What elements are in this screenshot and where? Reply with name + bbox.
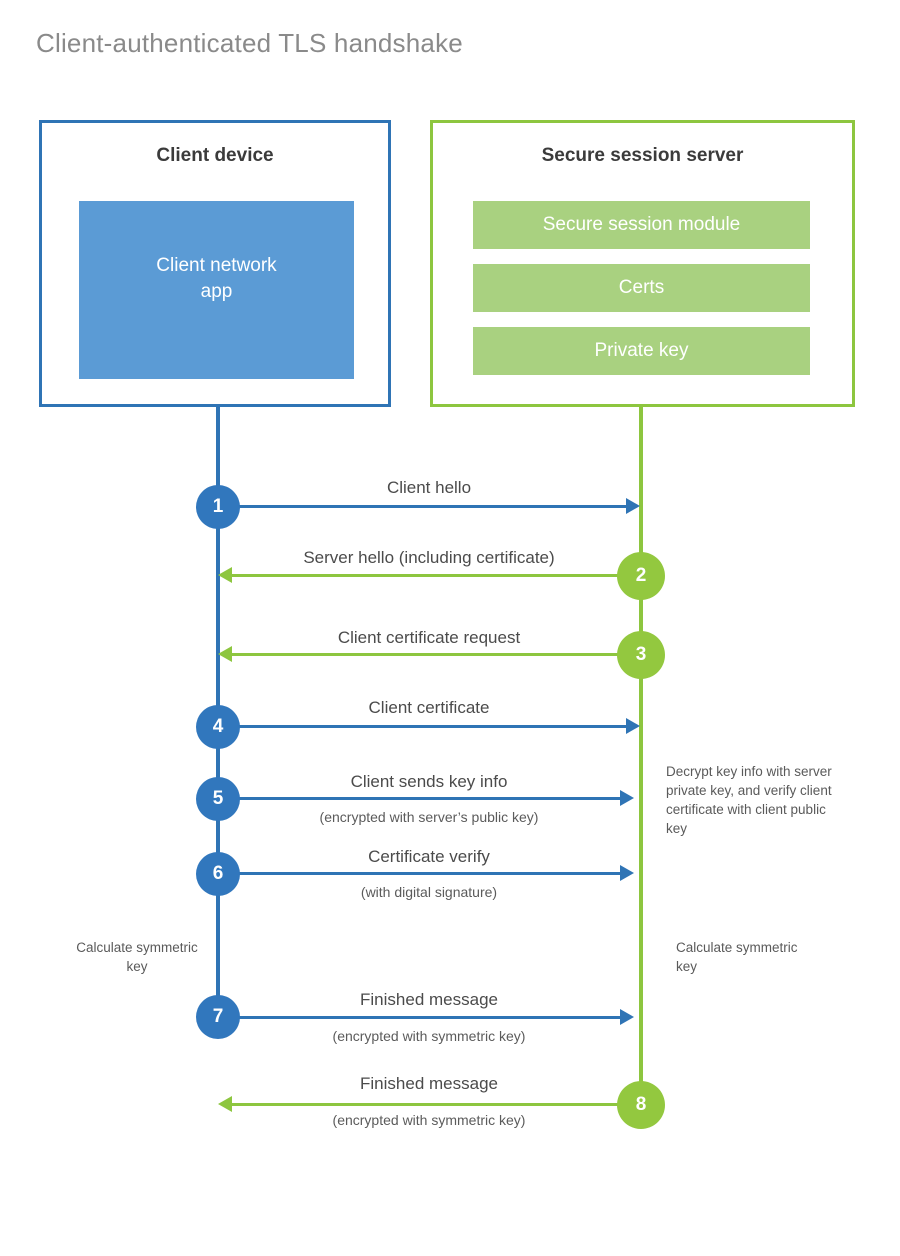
- step-circle-1[interactable]: 1: [196, 485, 240, 529]
- message-arrow-head-5: [620, 790, 634, 806]
- message-sublabel-5: (encrypted with server’s public key): [319, 809, 539, 825]
- message-label-8: Finished message: [360, 1074, 498, 1093]
- client-device-title: Client device: [156, 145, 274, 166]
- message-arrow-line-5: [218, 797, 622, 800]
- message-label-1: Client hello: [386, 478, 472, 497]
- message-arrow-line-6: [218, 872, 622, 875]
- message-arrow-head-8: [218, 1096, 232, 1112]
- message-arrow-line-1: [218, 505, 628, 508]
- client-app-label-line2: app: [200, 281, 233, 302]
- message-arrow-line-2: [232, 574, 641, 577]
- message-arrow-line-8: [232, 1103, 641, 1106]
- message-sublabel-8: (encrypted with symmetric key): [332, 1112, 526, 1128]
- note-server-calculate-symmetric-key: Calculate symmetric key: [676, 940, 798, 975]
- message-arrow-head-4: [626, 718, 640, 734]
- step-circle-4[interactable]: 4: [196, 705, 240, 749]
- message-arrow-head-6: [620, 865, 634, 881]
- message-arrow-head-1: [626, 498, 640, 514]
- message-label-7: Finished message: [360, 990, 498, 1009]
- message-arrow-line-4: [218, 725, 628, 728]
- step-circle-5[interactable]: 5: [196, 777, 240, 821]
- message-arrow-head-2: [218, 567, 232, 583]
- message-arrow-head-7: [620, 1009, 634, 1025]
- message-label-4: Client certificate: [368, 698, 490, 717]
- message-arrow-line-7: [218, 1016, 622, 1019]
- step-circle-3[interactable]: 3: [617, 631, 665, 679]
- message-label-5: Client sends key info: [350, 772, 508, 791]
- secure-session-server-title: Secure session server: [541, 145, 744, 166]
- note-client-calculate-symmetric-key: Calculate symmetric key: [76, 940, 198, 975]
- page-title: Client-authenticated TLS handshake: [36, 28, 463, 58]
- step-circle-2[interactable]: 2: [617, 552, 665, 600]
- message-label-3: Client certificate request: [337, 628, 521, 647]
- client-network-app-label: Client network app: [156, 253, 276, 304]
- message-arrow-line-3: [232, 653, 641, 656]
- server-component-certs: Certs: [473, 264, 810, 312]
- message-sublabel-6: (with digital signature): [360, 884, 498, 900]
- message-label-2: Server hello (including certificate): [303, 548, 555, 567]
- note-server-decrypt: Decrypt key info with server private key…: [666, 764, 832, 837]
- message-arrow-head-3: [218, 646, 232, 662]
- step-circle-8[interactable]: 8: [617, 1081, 665, 1129]
- step-circle-7[interactable]: 7: [196, 995, 240, 1039]
- secure-session-server-box: Secure session server Secure session mod…: [430, 120, 855, 407]
- message-sublabel-7: (encrypted with symmetric key): [332, 1028, 526, 1044]
- server-lifeline: [639, 406, 643, 1105]
- client-device-box: Client device Client network app: [39, 120, 391, 407]
- client-network-app-block: Client network app: [79, 201, 354, 379]
- server-component-private-key: Private key: [473, 327, 810, 375]
- step-circle-6[interactable]: 6: [196, 852, 240, 896]
- client-app-label-line1: Client network: [156, 255, 277, 277]
- server-component-secure-session-module: Secure session module: [473, 201, 810, 249]
- message-label-6: Certificate verify: [368, 847, 490, 866]
